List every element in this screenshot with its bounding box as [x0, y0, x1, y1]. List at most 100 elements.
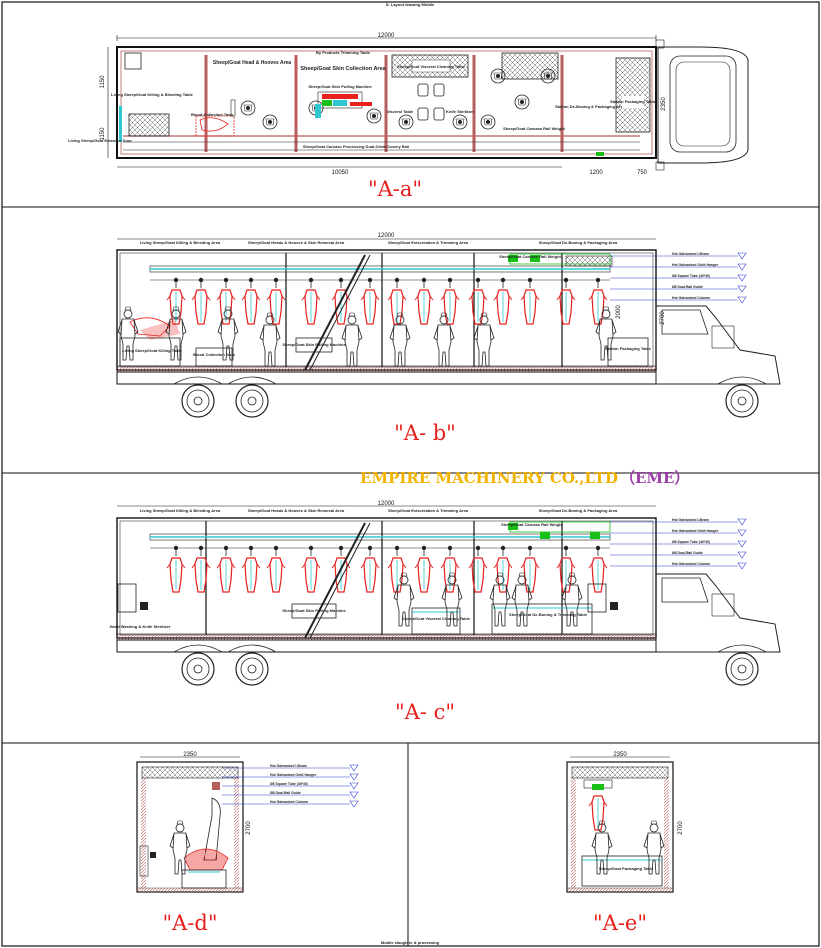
legend-item: Ø8 Square Tube (40*40): [672, 274, 710, 278]
legend-item: Hot Galvanized Orbit Hanger: [270, 773, 317, 777]
hanging-carcass: [387, 289, 407, 325]
legend-arrow: [737, 529, 747, 537]
hanging-carcass: [331, 289, 351, 325]
trolley-hook: [338, 277, 344, 289]
trolley-hook: [421, 277, 427, 289]
trolley-hook: [421, 545, 427, 557]
legend-arrow: [737, 274, 747, 282]
legend-arrow: [737, 285, 747, 293]
e-height-dim: 2700: [678, 821, 684, 835]
b-zone-3: Sheep/Goat Evisceration & Trimming Area: [388, 240, 469, 245]
hanging-carcass: [414, 557, 434, 593]
label-view-c: "A- c": [395, 700, 455, 724]
legend-item: Ø8 Dual-Rail Guide: [270, 791, 301, 795]
legend-arrow: [737, 518, 747, 526]
trolley-hook: [500, 545, 506, 557]
hanging-carcass: [520, 557, 540, 593]
c-weight-label: Sheep/Goat Carcass Rail Weight: [501, 522, 563, 527]
trolley-hook: [223, 277, 229, 289]
hanging-carcass: [241, 289, 261, 325]
hanging-carcass: [266, 289, 286, 325]
legend-item: Hot Galvanized Orbit Hanger: [672, 529, 719, 533]
trolley-hook: [527, 277, 533, 289]
plan-h2-dim: 1150: [100, 127, 106, 141]
plan-width-dim: 2350: [661, 97, 667, 111]
hanging-carcass: [493, 557, 513, 593]
legend-arrow: [349, 791, 359, 799]
page-footer: Mobile slaughter & processing: [381, 940, 440, 945]
hanging-carcass: [387, 557, 407, 593]
trolley-hook: [447, 545, 453, 557]
trolley-hook: [367, 277, 373, 289]
plan-weight-label: Sheep/Goat Carcass Rail Weight: [503, 126, 565, 131]
legend-item: Ø8 Dual-Rail Guide: [672, 551, 703, 555]
d-height-dim: 2700: [246, 821, 252, 835]
blood-tank-plan: [128, 113, 170, 137]
legend-item: Ø8 Dual-Rail Guide: [672, 285, 703, 289]
hanging-carcass: [414, 289, 434, 325]
legend-item: Hot Galvanized Column: [270, 800, 308, 804]
trolley-hook: [527, 545, 533, 557]
hanging-carcass: [301, 557, 321, 593]
plan-skin-machine-label: Sheep/Goat Skin Pulling Machine: [308, 84, 372, 89]
b-zone-2: Sheep/Goat Heads & Hooves & Skin Removal…: [248, 240, 345, 245]
hanging-carcass: [266, 557, 286, 593]
plan-entrance-label: Living Sheep/Goat Entrance Door: [68, 138, 132, 143]
c-deboning-label: Sheep/Goat De-Boning & Trimming Table: [509, 612, 588, 617]
plan-packaging-label: Station Packaging Table: [610, 99, 657, 104]
plan-cab1-dim: 1200: [589, 170, 603, 176]
legend-item: Hot Galvanized Orbit Hanger: [672, 263, 719, 267]
brand-name: EMPIRE MACHINERY CO.,LTD: [360, 469, 618, 487]
hanging-carcass: [191, 289, 211, 325]
c-zone-3: Sheep/Goat Evisceration & Trimming Area: [388, 508, 469, 513]
trolley-hook: [248, 277, 254, 289]
hanging-carcass: [588, 557, 608, 593]
b-skin-label: Sheep/Goat Skin Pulling Machine: [282, 342, 346, 347]
hanging-carcass: [166, 557, 186, 593]
trolley-hook: [595, 545, 601, 557]
plan-blood-label: Blood Collection Tank: [191, 112, 234, 117]
b-zone-4: Sheep/Goat De-Boning & Packaging Area: [539, 240, 618, 245]
plan-living-label: Living Sheep/Goat Killing & Bleeding Tab…: [111, 92, 193, 97]
legend-arrow: [737, 252, 747, 260]
trolley-hook: [367, 545, 373, 557]
plan-byproducts-label: By Products Trimming Table: [316, 50, 371, 55]
plan-inner-dim: 10050: [332, 170, 349, 176]
trolley-hook: [447, 277, 453, 289]
label-view-e: "A-e": [593, 911, 647, 935]
c-skin-label: Sheep/Goat Skin Pulling Machine: [282, 608, 346, 613]
legend-item: Hot Galvanized Column: [672, 562, 710, 566]
plan-cab2-dim: 750: [637, 170, 648, 176]
c-zone-1: Living Sheep/Goat Killing & Bleeding Are…: [140, 508, 221, 513]
hanging-carcass: [468, 557, 488, 593]
plan-length-dim: 12000: [378, 33, 395, 39]
legend-arrow: [737, 296, 747, 304]
hanging-carcass: [556, 289, 576, 325]
trolley-hook: [394, 545, 400, 557]
trolley-hook: [338, 545, 344, 557]
hanging-carcass: [216, 557, 236, 593]
d-width-dim: 2350: [183, 752, 197, 758]
page-title: S: Layout drawing Mobile: [386, 2, 435, 7]
legend-arrow: [737, 551, 747, 559]
legend-arrow: [349, 764, 359, 772]
b-zone-1: Living Sheep/Goat Killing & Bleeding Are…: [140, 240, 221, 245]
plan-head-label: Sheep/Goat Head & Hooves Area: [213, 60, 291, 66]
trolley-hook: [308, 545, 314, 557]
trolley-hook: [248, 545, 254, 557]
trolley-hook: [500, 277, 506, 289]
legend-arrow: [349, 800, 359, 808]
e-width-dim: 2350: [613, 752, 627, 758]
container-outline: [116, 46, 657, 159]
hanging-carcass: [191, 557, 211, 593]
b-inner-height: 2000: [616, 305, 622, 319]
side-c-total-dim: 12000: [378, 501, 395, 507]
view-c-side: 12000 Living Sheep/Goat Killing & Bleedi…: [110, 501, 781, 724]
view-b-side: 12000 Living Sheep/Goat Killing & Bleedi…: [116, 233, 781, 445]
